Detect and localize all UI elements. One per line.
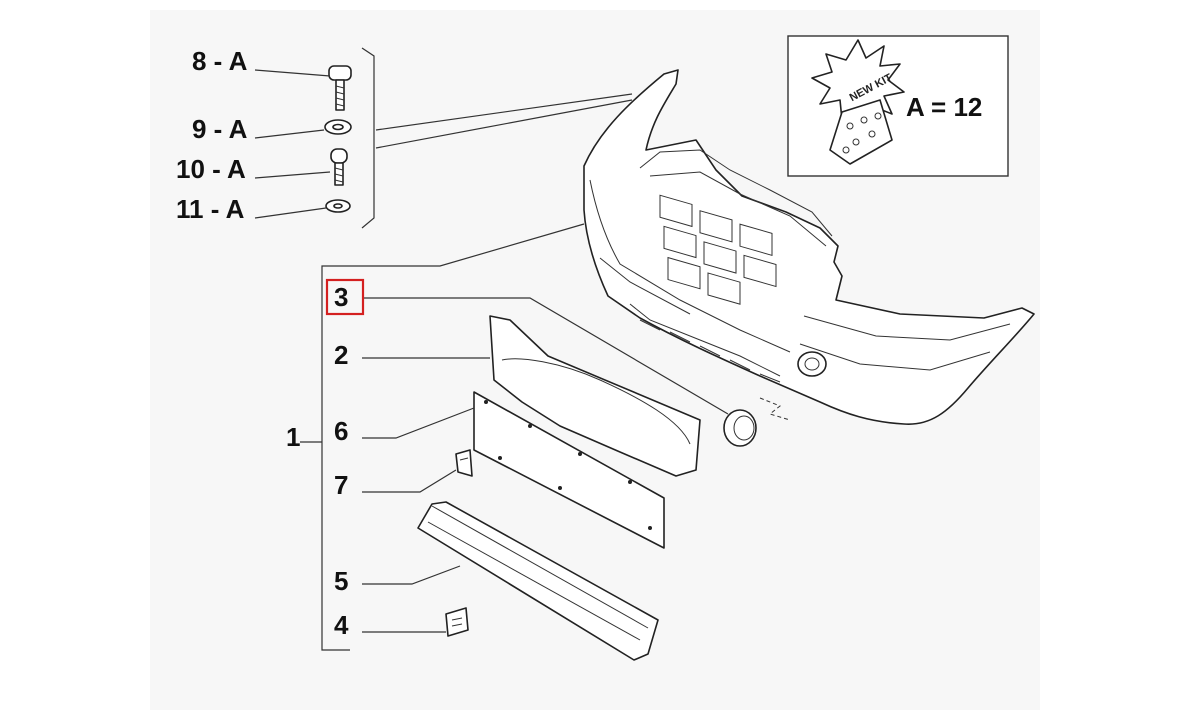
lower-grille-mesh-6	[362, 391, 665, 549]
callout-3-highlight	[325, 278, 365, 316]
assembly-bracket	[300, 223, 585, 651]
callout-4: 4	[334, 610, 349, 640]
callout-10: 10 - A	[176, 154, 246, 184]
upper-grille-mesh-2	[362, 315, 701, 477]
callout-5: 5	[334, 566, 348, 596]
new-kit-box: NEW KIT A = 12	[787, 35, 1009, 177]
bolt-8-icon	[328, 65, 352, 111]
fastener-group: 8 - A 9 - A 10 - A 11 - A	[176, 46, 633, 229]
kit-quantity-label: A = 12	[906, 92, 982, 122]
washer-9-icon	[324, 119, 352, 135]
bumper-grille-openings	[659, 194, 777, 305]
callout-11: 11 - A	[176, 194, 245, 224]
washer-11-icon	[325, 199, 351, 213]
fog-light-icon	[797, 351, 827, 377]
front-bumper-icon	[583, 69, 1035, 425]
callout-2: 2	[334, 340, 348, 370]
lower-trim-strip-5	[362, 501, 659, 661]
clip-7-icon	[362, 449, 473, 493]
callout-8: 8 - A	[192, 46, 248, 76]
kit-plate-icon	[829, 99, 893, 165]
clip-4-icon	[362, 607, 469, 637]
tow-hook-cap-3	[364, 297, 757, 447]
callout-9: 9 - A	[192, 114, 248, 144]
callout-6: 6	[334, 416, 348, 446]
callout-1: 1	[286, 422, 300, 452]
screw-10-icon	[330, 148, 348, 186]
callout-7: 7	[334, 470, 348, 500]
callout-3: 3	[334, 282, 348, 312]
